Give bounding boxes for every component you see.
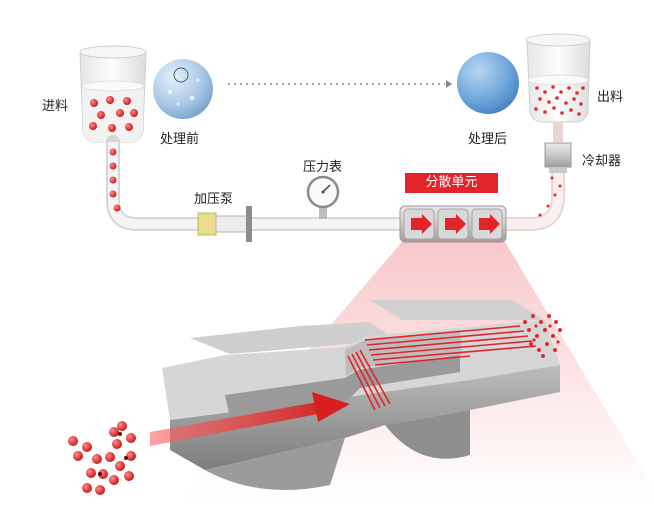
sphere-before xyxy=(153,59,213,119)
inlet-droplets xyxy=(89,96,138,132)
input-dark-droplets xyxy=(98,432,128,476)
label-pressure-gauge: 压力表 xyxy=(303,160,343,175)
pipe-droplets xyxy=(109,148,121,212)
sphere-after xyxy=(457,52,519,114)
cutaway-body xyxy=(162,300,560,490)
label-dispersion-unit: 分散单元 xyxy=(405,173,498,193)
pressure-gauge xyxy=(306,175,340,219)
flow-arrow-head xyxy=(446,80,452,88)
input-beam xyxy=(150,392,350,446)
label-cooler: 冷却器 xyxy=(582,154,622,169)
label-before: 处理前 xyxy=(160,132,200,147)
pump xyxy=(197,206,252,242)
dispersion-unit xyxy=(399,205,507,243)
return-pipe-droplets xyxy=(538,176,562,217)
label-after: 处理后 xyxy=(468,132,508,147)
output-fine-droplets xyxy=(523,314,562,358)
label-outlet: 出料 xyxy=(597,90,624,105)
dispersion-streams xyxy=(347,325,537,411)
label-pump: 加压泵 xyxy=(194,192,234,207)
pipe xyxy=(106,122,565,231)
outlet-beaker xyxy=(525,33,591,123)
label-inlet: 进料 xyxy=(42,99,69,114)
cooler xyxy=(544,142,572,173)
input-coarse-droplets xyxy=(68,421,136,495)
